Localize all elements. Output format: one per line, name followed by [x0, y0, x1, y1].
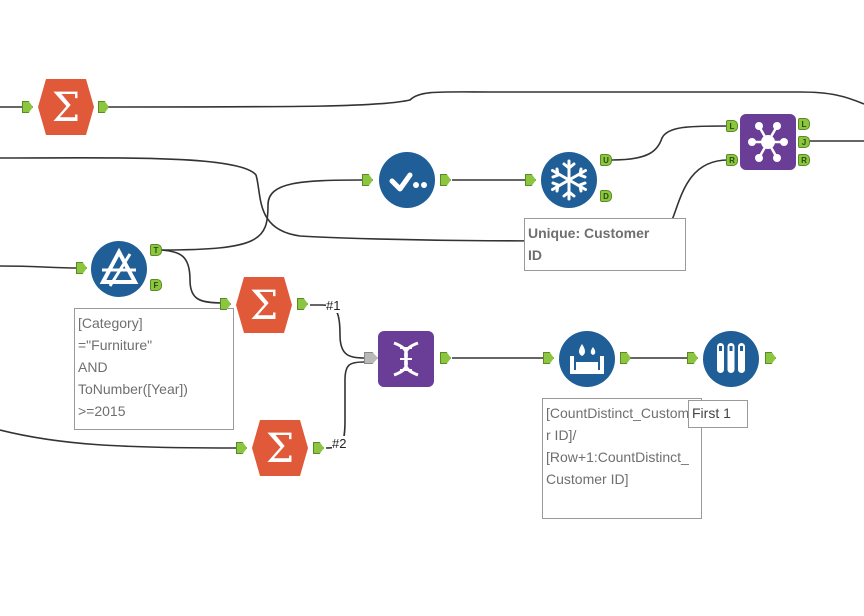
- select-tool[interactable]: [378, 151, 436, 209]
- formula-icon: [559, 331, 615, 387]
- connection-wire: [0, 429, 237, 449]
- filter-icon: [91, 241, 147, 297]
- filter-false-anchor[interactable]: F: [150, 279, 162, 291]
- join-right-input[interactable]: R: [726, 154, 738, 166]
- summarize-2-output[interactable]: [297, 298, 308, 310]
- join-right-output[interactable]: R: [798, 154, 810, 166]
- connection-wire: [161, 179, 365, 251]
- filter-input[interactable]: [76, 262, 87, 274]
- summarize-icon: Σ: [252, 420, 308, 476]
- test-tubes-icon: [703, 331, 759, 387]
- formula-output[interactable]: [620, 352, 631, 364]
- summarize-tool-3[interactable]: Σ: [252, 420, 308, 476]
- summarize-3-input[interactable]: [236, 442, 247, 454]
- join-left-output[interactable]: L: [798, 118, 810, 130]
- summarize-tool-1[interactable]: Σ: [38, 79, 94, 135]
- summarize-1-output[interactable]: [98, 101, 109, 113]
- connection-wire: [161, 249, 225, 304]
- connection-wire: [0, 265, 79, 269]
- summarize-3-output[interactable]: [313, 442, 324, 454]
- connection-wire: [611, 125, 729, 161]
- sample-tool[interactable]: [702, 330, 760, 388]
- unique-tool[interactable]: [540, 151, 598, 209]
- formula-input[interactable]: [543, 352, 554, 364]
- transform-multi-input[interactable]: [364, 352, 378, 364]
- filter-tool[interactable]: [90, 240, 148, 298]
- join-left-input[interactable]: L: [726, 120, 738, 132]
- sample-output[interactable]: [765, 352, 776, 364]
- sample-input[interactable]: [687, 352, 698, 364]
- unique-annotation: Unique: Customer ID: [524, 218, 686, 271]
- summarize-icon: Σ: [236, 277, 292, 333]
- unique-annotation-text: Unique: Customer ID: [528, 225, 650, 263]
- select-output[interactable]: [440, 174, 451, 186]
- summarize-icon: Σ: [38, 79, 94, 135]
- summarize-2-input[interactable]: [220, 298, 231, 310]
- transform-output[interactable]: [440, 352, 451, 364]
- join-tool[interactable]: [740, 114, 796, 170]
- summarize-tool-2[interactable]: Σ: [236, 277, 292, 333]
- select-input[interactable]: [362, 174, 373, 186]
- unique-input[interactable]: [525, 174, 536, 186]
- formula-tool[interactable]: [558, 330, 616, 388]
- connection-wire: [107, 91, 864, 108]
- sample-annotation: First 1: [688, 400, 748, 428]
- filter-true-anchor[interactable]: T: [150, 244, 162, 256]
- filter-annotation: [Category] ="Furniture" AND ToNumber([Ye…: [74, 308, 234, 430]
- svg-text:Σ: Σ: [266, 426, 294, 472]
- formula-annotation: [CountDistinct_Customer ID]/ [Row+1:Coun…: [542, 398, 702, 519]
- connection-label-2: #2: [332, 436, 347, 451]
- snowflake-icon: [541, 152, 597, 208]
- join-icon: [740, 114, 796, 170]
- select-icon: [379, 152, 435, 208]
- join-join-output[interactable]: J: [798, 136, 810, 148]
- connection-label-1: #1: [326, 298, 341, 313]
- svg-text:Σ: Σ: [52, 85, 80, 131]
- dna-icon: [378, 331, 434, 387]
- summarize-1-input[interactable]: [22, 101, 33, 113]
- unique-duplicate-anchor[interactable]: D: [600, 190, 612, 202]
- svg-text:Σ: Σ: [250, 283, 278, 329]
- transform-tool[interactable]: [378, 331, 434, 387]
- unique-unique-anchor[interactable]: U: [600, 154, 612, 166]
